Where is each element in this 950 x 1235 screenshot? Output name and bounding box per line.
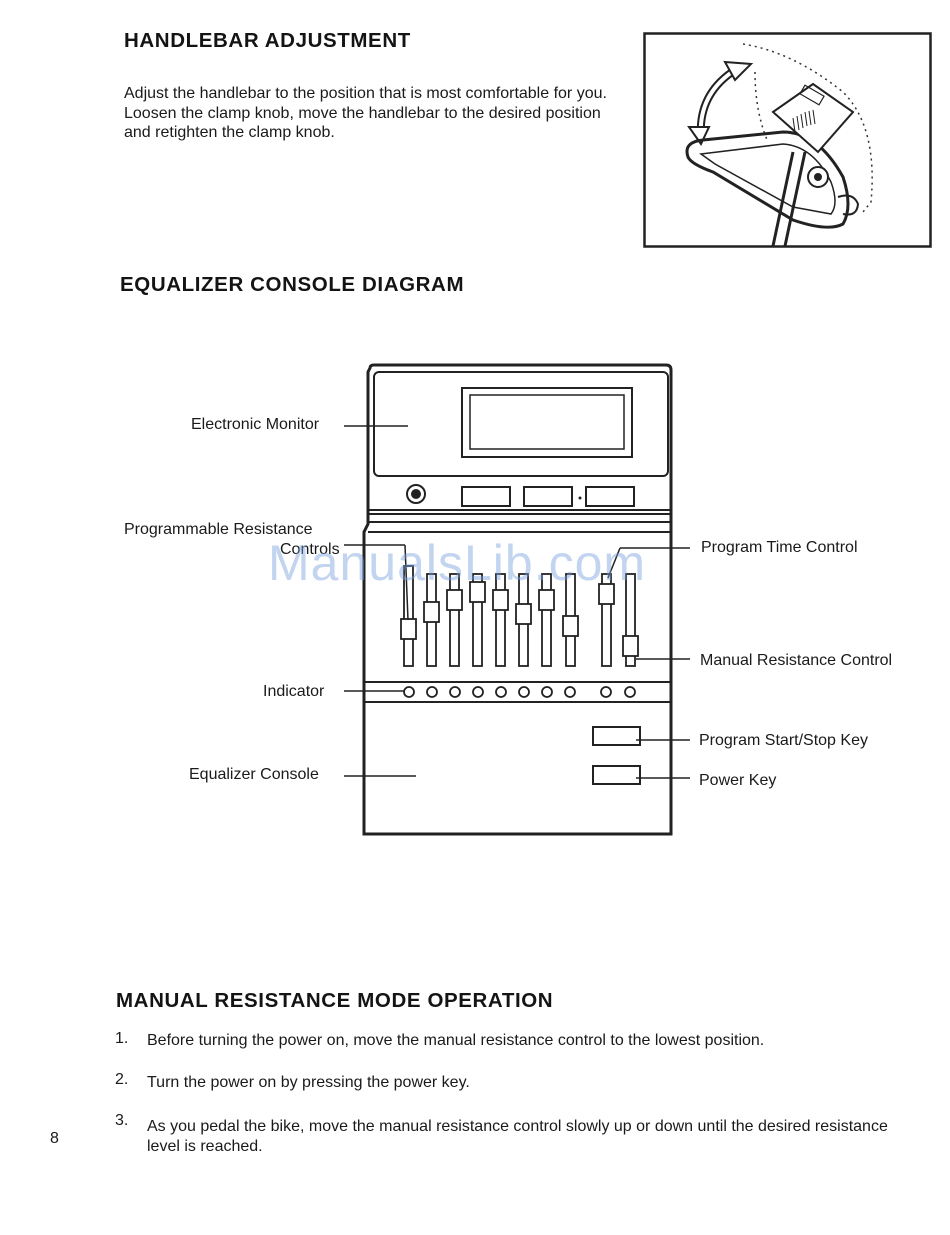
equalizer-console-diagram-heading: EQUALIZER CONSOLE DIAGRAM xyxy=(120,273,465,296)
handlebar-adjustment-heading: HANDLEBAR ADJUSTMENT xyxy=(124,29,411,52)
step-number: 1. xyxy=(115,1030,129,1047)
power-key-label: Power Key xyxy=(699,772,777,789)
step-text: Turn the power on by pressing the power … xyxy=(147,1074,470,1091)
handlebar-illustration xyxy=(643,32,932,248)
program-time-control-label: Program Time Control xyxy=(701,539,858,556)
programmable-resistance-label-line2: Controls xyxy=(280,541,340,558)
step-text: Before turning the power on, move the ma… xyxy=(147,1032,765,1049)
equalizer-console-drawing xyxy=(362,363,673,836)
step-text: As you pedal the bike, move the manual r… xyxy=(147,1118,888,1155)
step-number: 2. xyxy=(115,1071,129,1088)
page-number: 8 xyxy=(50,1130,59,1147)
program-start-stop-key-label: Program Start/Stop Key xyxy=(699,732,868,749)
manual-resistance-control-label: Manual Resistance Control xyxy=(700,652,893,669)
manualslib-watermark: ManualsLib.com xyxy=(268,535,647,591)
handlebar-adjustment-text: Adjust the handlebar to the position tha… xyxy=(124,85,607,141)
indicator-label: Indicator xyxy=(263,683,325,700)
manual-resistance-mode-heading: MANUAL RESISTANCE MODE OPERATION xyxy=(116,989,554,1012)
step-number: 3. xyxy=(115,1112,129,1129)
equalizer-console-label: Equalizer Console xyxy=(189,766,319,783)
electronic-monitor-label: Electronic Monitor xyxy=(191,416,320,433)
programmable-resistance-label: Programmable Resistance xyxy=(124,521,313,538)
